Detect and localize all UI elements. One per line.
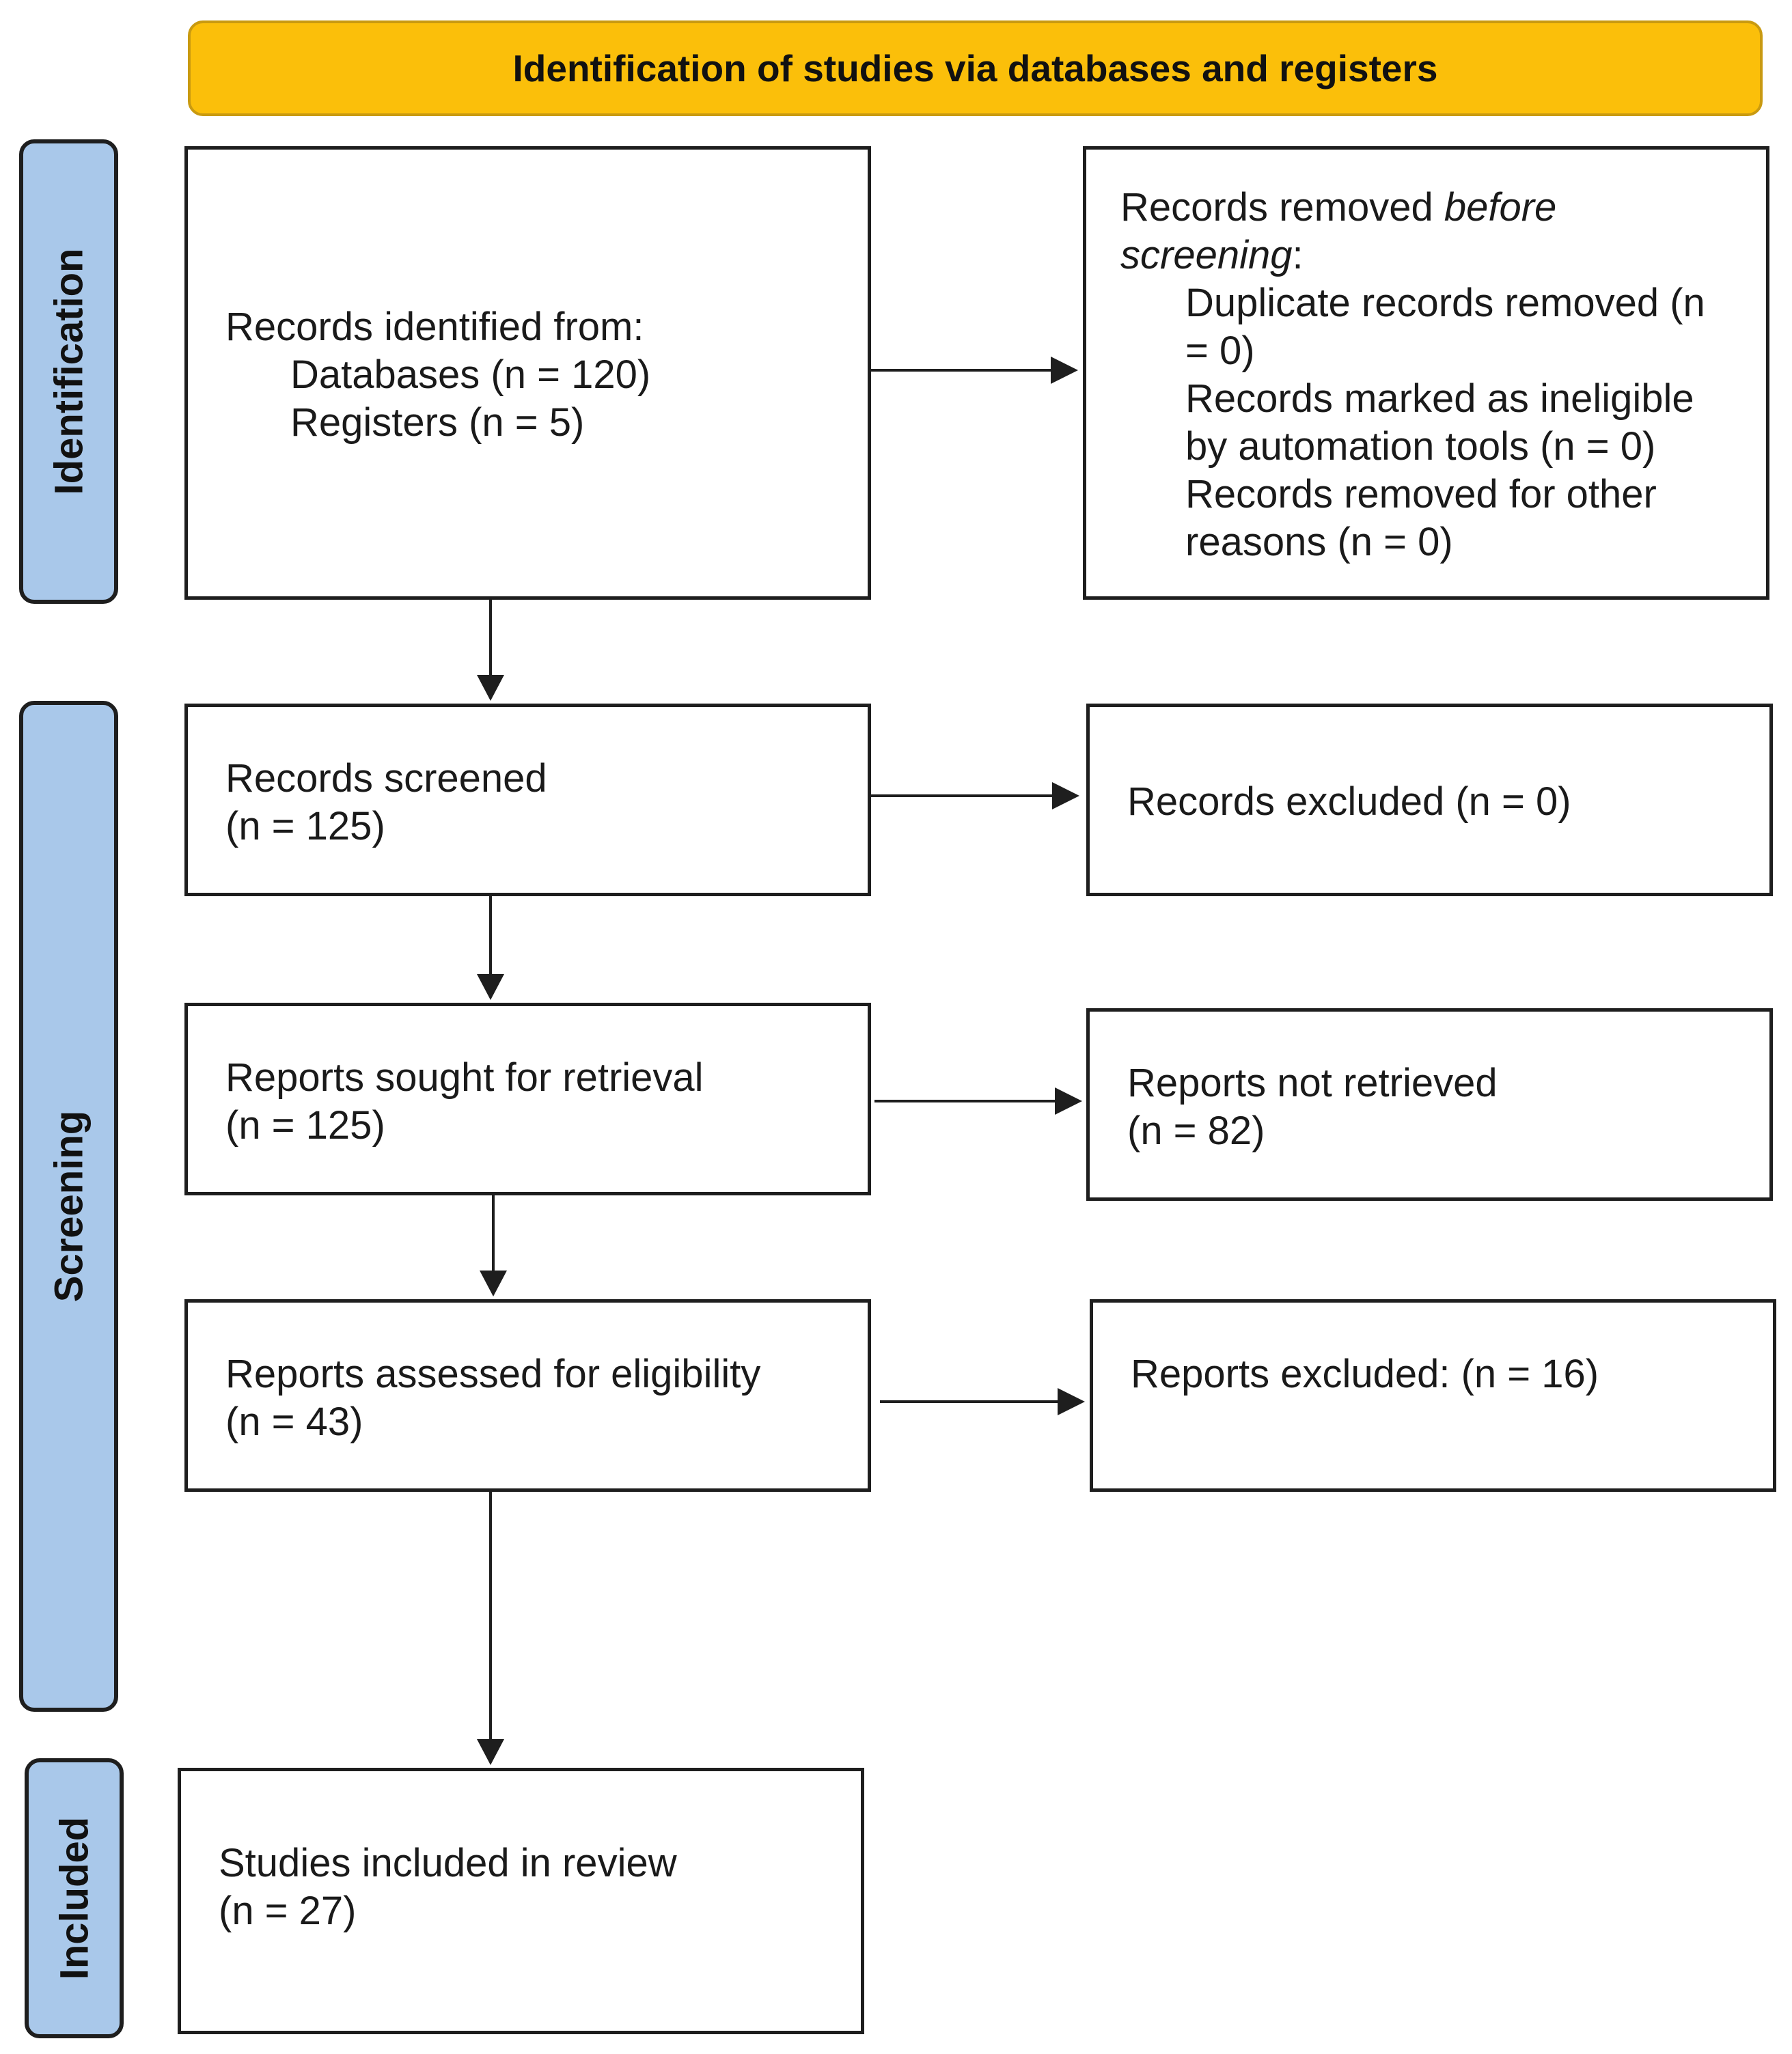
records-excluded-box: Records excluded (n = 0)	[1086, 704, 1773, 896]
phase-included: Included	[25, 1758, 124, 2038]
records-removed-screening: screening	[1120, 233, 1293, 277]
reports-sought-text: Reports sought for retrieval (n = 125)	[225, 1054, 704, 1150]
phase-screening: Screening	[19, 701, 118, 1712]
records-removed-colon: :	[1292, 233, 1304, 277]
studies-included-box: Studies included in review (n = 27)	[178, 1768, 864, 2034]
records-removed-text: Records removed before screening: Duplic…	[1120, 184, 1705, 566]
studies-included-text: Studies included in review (n = 27)	[219, 1840, 677, 1935]
reports-not-retrieved-text: Reports not retrieved (n = 82)	[1127, 1059, 1498, 1155]
records-removed-heading-1: Records removed before	[1120, 184, 1705, 232]
arrowhead-identified-to-removed	[1051, 357, 1078, 384]
reports-assessed-count: (n = 43)	[225, 1400, 363, 1444]
banner-title: Identification of studies via databases …	[512, 47, 1438, 89]
records-removed-heading-2: screening:	[1120, 232, 1705, 279]
arrowhead-assessed-to-included	[477, 1739, 504, 1765]
duplicate-records-line-1: Duplicate records removed (n	[1185, 281, 1705, 325]
duplicate-records-line-2: = 0)	[1185, 329, 1255, 373]
ineligible-records-line-1: Records marked as ineligible	[1185, 376, 1694, 421]
reports-assessed-text: Reports assessed for eligibility (n = 43…	[225, 1350, 760, 1446]
phase-screening-label: Screening	[46, 1110, 91, 1303]
reports-not-retrieved-label: Reports not retrieved	[1127, 1061, 1498, 1105]
records-removed-prefix: Records removed	[1120, 185, 1444, 230]
studies-included-label: Studies included in review	[219, 1841, 677, 1885]
reports-not-retrieved-box: Reports not retrieved (n = 82)	[1086, 1008, 1773, 1201]
phase-included-label: Included	[52, 1816, 96, 1980]
records-screened-text: Records screened (n = 125)	[225, 755, 547, 850]
records-excluded-label: Records excluded (n = 0)	[1127, 779, 1571, 824]
reports-sought-count: (n = 125)	[225, 1103, 385, 1148]
records-identified-text: Records identified from: Databases (n = …	[225, 303, 650, 447]
arrowhead-sought-to-assessed	[480, 1271, 507, 1296]
records-screened-count: (n = 125)	[225, 804, 385, 848]
arrowhead-identified-to-screened	[477, 675, 504, 701]
studies-included-count: (n = 27)	[219, 1889, 357, 1933]
records-screened-box: Records screened (n = 125)	[184, 704, 871, 896]
reports-sought-label: Reports sought for retrieval	[225, 1055, 704, 1100]
records-removed-box: Records removed before screening: Duplic…	[1083, 146, 1769, 600]
arrowhead-sought-to-not-retrieved	[1055, 1087, 1082, 1115]
arrowhead-assessed-to-excluded	[1058, 1388, 1085, 1415]
reports-sought-box: Reports sought for retrieval (n = 125)	[184, 1003, 871, 1195]
phase-banner: Identification of studies via databases …	[188, 20, 1763, 116]
arrowhead-screened-to-sought	[477, 974, 504, 1000]
reports-not-retrieved-count: (n = 82)	[1127, 1109, 1265, 1153]
records-removed-before: before	[1444, 185, 1557, 230]
reports-excluded-box: Reports excluded: (n = 16)	[1090, 1299, 1776, 1492]
phase-identification: Identification	[19, 139, 118, 604]
phase-identification-label: Identification	[46, 248, 91, 495]
reports-excluded-label: Reports excluded: (n = 16)	[1131, 1352, 1599, 1396]
records-identified-heading: Records identified from:	[225, 305, 644, 349]
registers-count: Registers (n = 5)	[290, 400, 585, 445]
records-screened-label: Records screened	[225, 756, 547, 801]
other-reasons-line-1: Records removed for other	[1185, 472, 1657, 516]
reports-assessed-label: Reports assessed for eligibility	[225, 1352, 761, 1396]
ineligible-records-line-2: by automation tools (n = 0)	[1185, 424, 1656, 469]
arrowhead-screened-to-excluded	[1052, 782, 1079, 809]
reports-assessed-box: Reports assessed for eligibility (n = 43…	[184, 1299, 871, 1492]
records-identified-box: Records identified from: Databases (n = …	[184, 146, 871, 600]
other-reasons-line-2: reasons (n = 0)	[1185, 520, 1453, 564]
databases-count: Databases (n = 120)	[290, 352, 651, 397]
